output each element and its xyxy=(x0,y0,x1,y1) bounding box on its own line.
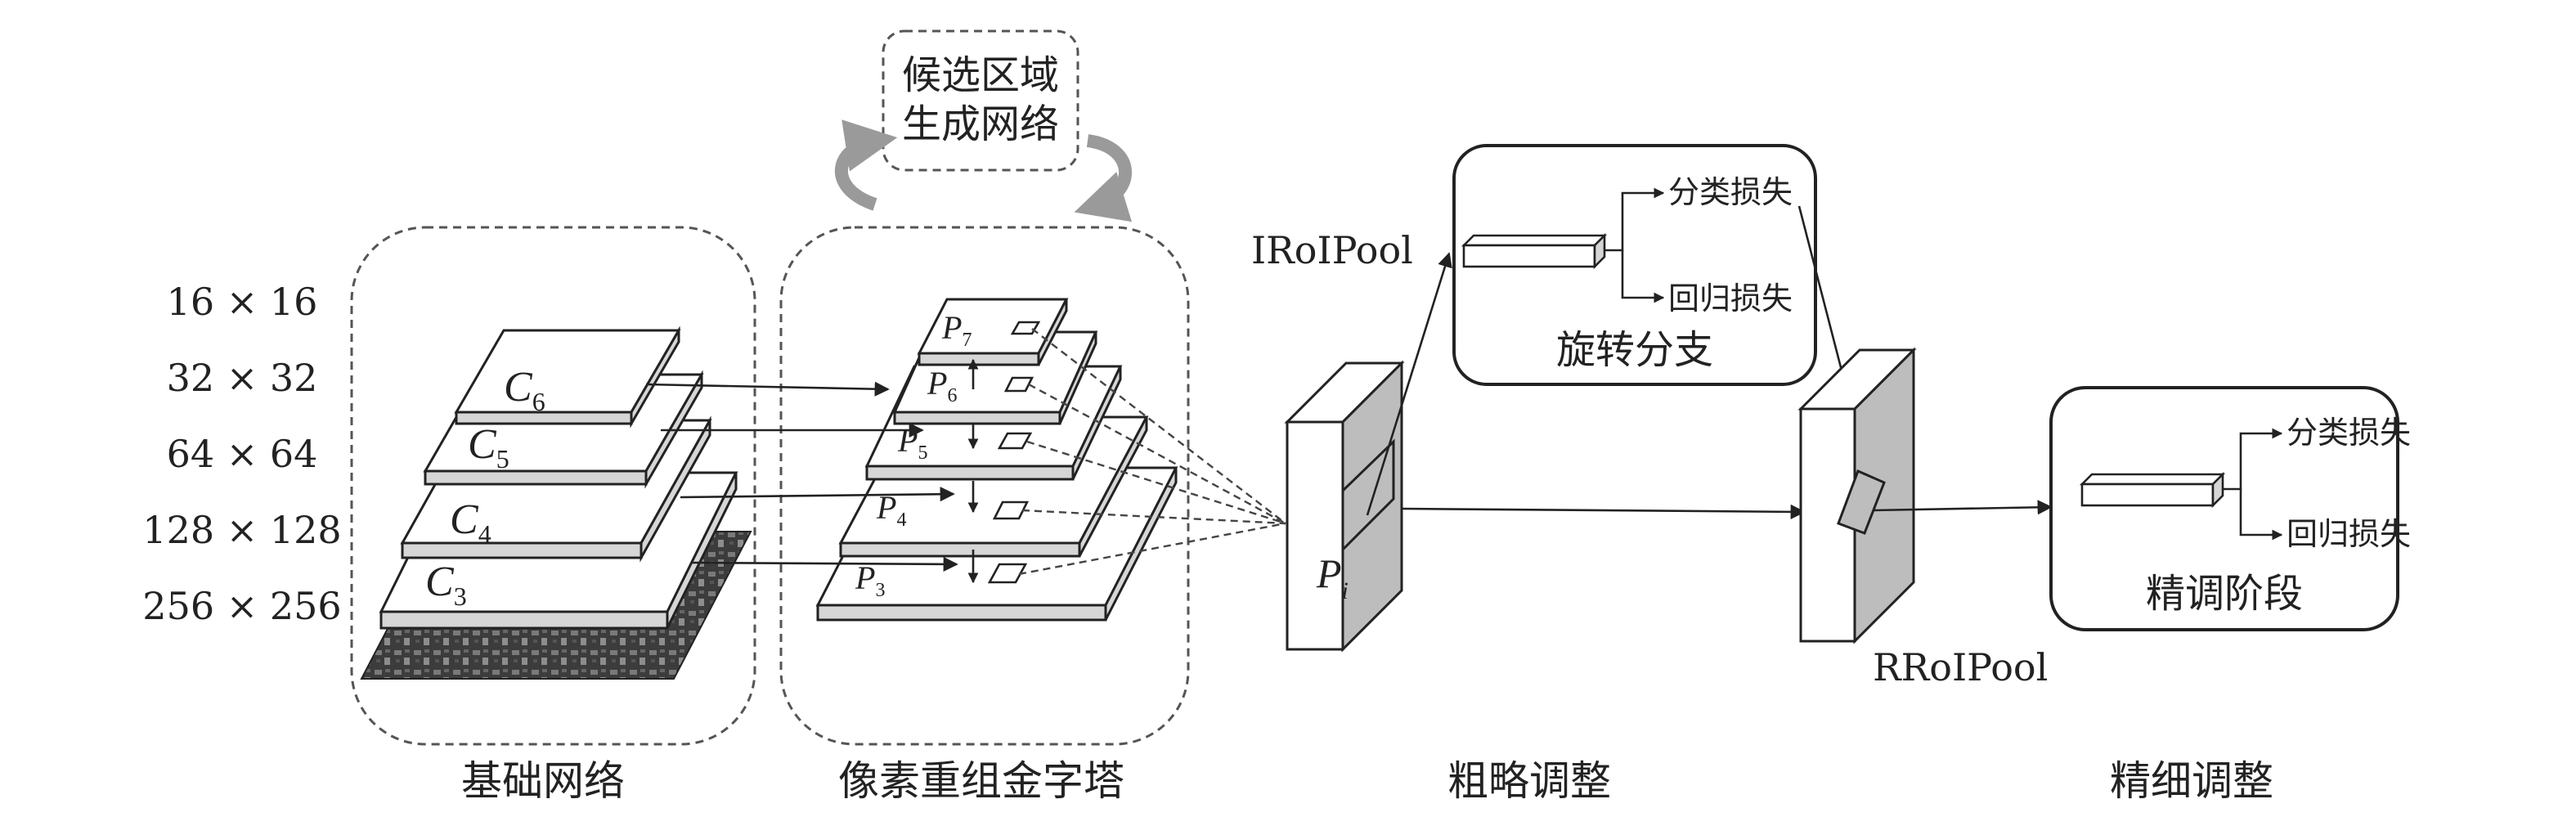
backbone-label-c3: C3 xyxy=(425,559,467,611)
scale-labels: 16 × 16 32 × 32 64 × 64 128 × 128 256 × … xyxy=(142,280,341,628)
refine-reg-arrow xyxy=(2239,489,2283,541)
scale-label-128: 128 × 128 xyxy=(142,508,341,552)
rpn-label-line1: 候选区域 xyxy=(902,52,1059,98)
backbone-label-c4: C4 xyxy=(450,496,491,549)
coarse-stage-title: 粗略调整 xyxy=(1447,757,1611,805)
roi-projection-lines xyxy=(1018,328,1286,576)
scale-label-256: 256 × 256 xyxy=(142,584,341,628)
pyramid-dashed-box xyxy=(779,226,1190,746)
coarse-feature-map: Pi xyxy=(1284,360,1405,653)
scale-label-64: 64 × 64 xyxy=(167,432,318,476)
irroipool-arrow xyxy=(1366,252,1452,516)
rpn-group: 候选区域 生成网络 xyxy=(834,29,1133,222)
pyramid-group: P7 P6 P5 P4 P3 像素重组金字塔 xyxy=(779,226,1190,805)
rpn-cycle-arrow-left xyxy=(834,119,898,211)
rotation-fc-layer xyxy=(1461,232,1608,270)
rotation-branch: 分类损失 回归损失 旋转分支 xyxy=(1452,144,1817,386)
refine-fc-layer xyxy=(2079,471,2226,509)
fine-flow-arrow xyxy=(1872,500,2053,515)
rroipool-label: RRoIPool xyxy=(1873,645,2048,689)
fine-stage-title: 精细调整 xyxy=(2110,757,2273,805)
refine-stage: 分类损失 回归损失 精调阶段 xyxy=(2049,386,2411,631)
rotation-loss-reg: 回归损失 xyxy=(1668,281,1793,316)
pyramid-roi-boxes xyxy=(987,321,1041,584)
lateral-arrows xyxy=(645,381,958,572)
refine-stage-title: 精调阶段 xyxy=(2146,571,2303,617)
rpn-cycle-arrow-right xyxy=(1074,134,1133,222)
backbone-group: C6 C5 C4 C3 基础网络 xyxy=(350,226,756,805)
rotation-cls-arrow xyxy=(1604,187,1665,252)
rpn-dashed-box xyxy=(882,29,1079,172)
pyramid-layer-p7 xyxy=(917,298,1069,366)
backbone-label-c6: C6 xyxy=(504,364,545,416)
main-flow-arrow xyxy=(1401,504,1806,519)
coarse-feature-label: Pi xyxy=(1316,550,1349,604)
scale-label-32: 32 × 32 xyxy=(167,356,318,400)
rpn-label-line2: 生成网络 xyxy=(902,101,1059,147)
refine-stage-box xyxy=(2049,386,2399,631)
rotation-branch-title: 旋转分支 xyxy=(1556,327,1713,373)
irroipool-label: IRoIPool xyxy=(1251,228,1413,272)
refine-cls-arrow xyxy=(2223,428,2283,491)
refine-loss-cls: 分类损失 xyxy=(2287,415,2411,451)
rotation-loss-cls: 分类损失 xyxy=(1668,174,1793,210)
refine-loss-reg: 回归损失 xyxy=(2287,516,2411,552)
pyramid-label-p3: P3 xyxy=(855,559,885,601)
fine-feature-map xyxy=(1797,347,1917,644)
pyramid-label-p7: P7 xyxy=(941,309,972,351)
rotation-branch-box xyxy=(1452,144,1817,386)
pyramid-label-p6: P6 xyxy=(927,365,957,406)
rotation-reg-arrow xyxy=(1621,250,1665,303)
fine-rotated-roi xyxy=(1837,469,1886,535)
pyramid-title: 像素重组金字塔 xyxy=(838,757,1124,805)
scale-label-16: 16 × 16 xyxy=(167,280,318,324)
backbone-layer-c6 xyxy=(454,325,681,429)
backbone-dashed-box xyxy=(350,226,756,746)
backbone-label-c5: C5 xyxy=(468,421,509,474)
backbone-title: 基础网络 xyxy=(461,757,625,805)
